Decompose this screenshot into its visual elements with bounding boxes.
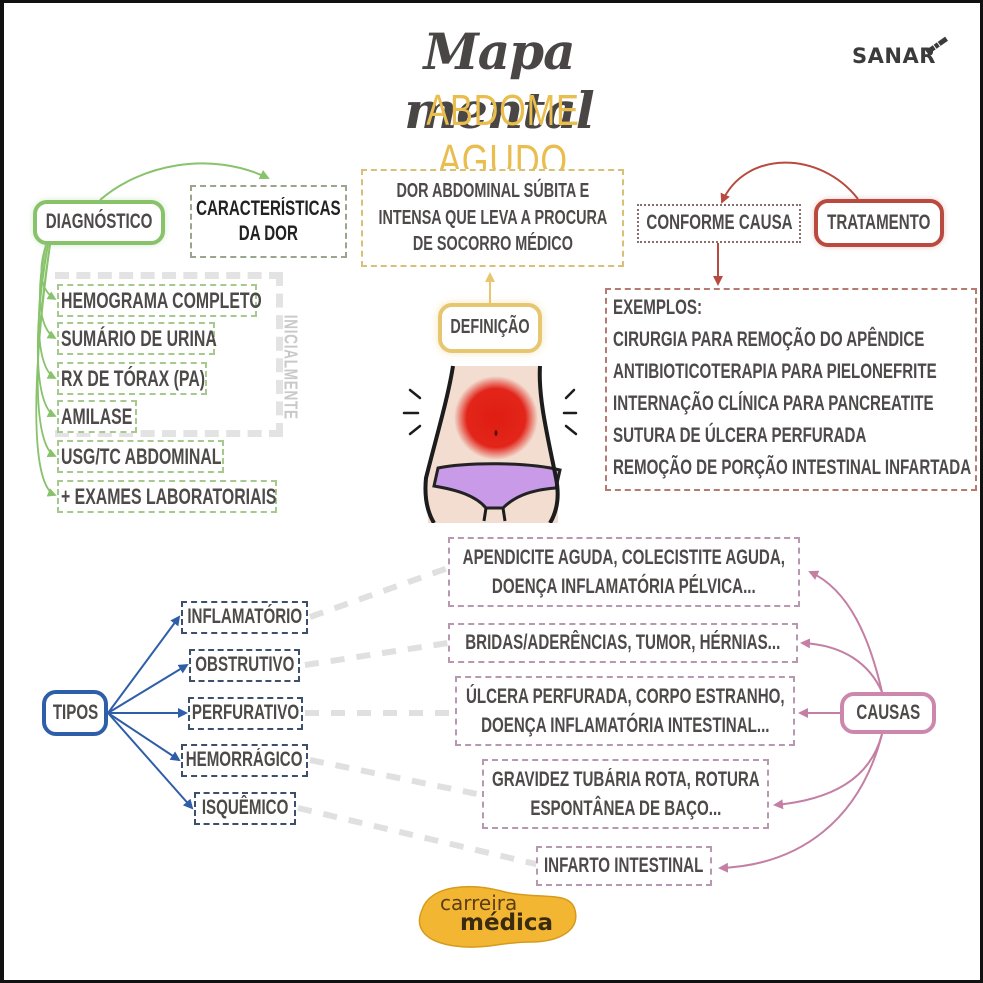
node-causas[interactable]: CAUSAS <box>840 692 936 734</box>
examples-title: EXEMPLOS: <box>613 296 703 319</box>
causa-line: ÚLCERA PERFURADA, CORPO ESTRANHO, <box>465 684 785 708</box>
causa-line: APENDICITE AGUDA, COLECISTITE AGUDA, <box>462 545 786 569</box>
node-causas-label: CAUSAS <box>856 700 920 724</box>
causa-line: ESPONTÂNEA DE BAÇO... <box>530 797 721 820</box>
definition-text-box: DOR ABDOMINAL SÚBITA E INTENSA QUE LEVA … <box>361 169 624 267</box>
node-tipos[interactable]: TIPOS <box>42 690 108 736</box>
node-tipos-label: TIPOS <box>52 700 98 724</box>
causa-item-hemorragico[interactable]: GRAVIDEZ TUBÁRIA ROTA, ROTURA ESPONTÂNEA … <box>482 759 769 829</box>
logo-line-1: carreira <box>440 891 518 915</box>
causa-line: GRAVIDEZ TUBÁRIA ROTA, ROTURA <box>491 767 760 791</box>
caracteristicas-line-2: DA DOR <box>238 221 299 245</box>
node-diagnostico-label: DIAGNÓSTICO <box>45 210 153 234</box>
tipo-item-hemorragico[interactable]: HEMORRÁGICO <box>181 744 308 777</box>
tipo-label: OBSTRUTIVO <box>194 653 295 677</box>
example-item: ANTIBIOTICOTERAPIA PARA PIELONEFRITE <box>613 360 937 383</box>
treatment-examples-box: EXEMPLOS: CIRURGIA PARA REMOÇÃO DO APÊND… <box>605 288 977 491</box>
exam-label: SUMÁRIO DE URINA <box>61 325 217 351</box>
node-caracteristicas-dor[interactable]: CARACTERÍSTICAS DA DOR <box>190 185 347 258</box>
causa-line: DOENÇA INFLAMATÓRIA INTESTINAL... <box>480 714 770 737</box>
node-tratamento-label: TRATAMENTO <box>827 210 931 234</box>
node-diagnostico[interactable]: DIAGNÓSTICO <box>33 200 165 245</box>
caracteristicas-label: CARACTERÍSTICAS DA DOR <box>196 197 340 247</box>
tipo-item-perfurativo[interactable]: PERFURATIVO <box>188 697 303 730</box>
satellite-icon <box>925 36 948 55</box>
abdominal-pain-illustration <box>402 365 578 523</box>
tipo-label: ISQUÊMICO <box>201 796 289 820</box>
causa-text: APENDICITE AGUDA, COLECISTITE AGUDA, DOEN… <box>463 543 785 602</box>
example-item: INTERNAÇÃO CLÍNICA PARA PANCREATITE <box>613 392 934 415</box>
logo-line-2: médica <box>460 910 554 936</box>
exam-label: HEMOGRAMA COMPLETO <box>61 287 262 313</box>
exam-label: AMILASE <box>61 403 133 429</box>
causa-item-isquemico[interactable]: INFARTO INTESTINAL <box>536 846 712 886</box>
tipo-label: HEMORRÁGICO <box>186 748 303 772</box>
exam-item[interactable]: SUMÁRIO DE URINA <box>57 322 217 355</box>
exam-item[interactable]: RX DE TÓRAX (PA) <box>57 362 207 395</box>
treatment-examples-text: EXEMPLOS: CIRURGIA PARA REMOÇÃO DO APÊND… <box>613 292 971 484</box>
node-tratamento[interactable]: TRATAMENTO <box>814 199 944 247</box>
exam-label: USG/TC ABDOMINAL <box>61 443 222 469</box>
conforme-causa-label: CONFORME CAUSA <box>645 211 793 235</box>
brand-logo: SANAR <box>852 44 936 68</box>
definition-line: DE SOCORRO MÉDICO <box>412 233 573 256</box>
causa-line: BRIDAS/ADERÊNCIAS, TUMOR, HÉRNIAS... <box>465 631 781 655</box>
caracteristicas-line-1: CARACTERÍSTICAS <box>196 196 341 220</box>
group-inicialmente-label: INICIALMENTE <box>280 314 301 420</box>
causa-text: INFARTO INTESTINAL <box>544 851 703 880</box>
node-definicao[interactable]: DEFINIÇÃO <box>438 303 542 353</box>
causa-item-perfurativo[interactable]: ÚLCERA PERFURADA, CORPO ESTRANHO, DOENÇA … <box>455 676 795 746</box>
definition-line: INTENSA QUE LEVA A PROCURA <box>378 206 607 229</box>
causa-text: BRIDAS/ADERÊNCIAS, TUMOR, HÉRNIAS... <box>465 628 780 657</box>
exam-label: RX DE TÓRAX (PA) <box>61 365 206 391</box>
example-item: CIRURGIA PARA REMOÇÃO DO APÊNDICE <box>613 328 925 351</box>
example-item: REMOÇÃO DE PORÇÃO INTESTINAL INFARTADA <box>613 456 972 479</box>
tipo-item-isquemico[interactable]: ISQUÊMICO <box>194 792 296 825</box>
causa-text: ÚLCERA PERFURADA, CORPO ESTRANHO, DOENÇA … <box>466 682 785 741</box>
carreira-medica-logo <box>418 885 577 948</box>
tipo-label: INFLAMATÓRIO <box>187 605 302 629</box>
exam-item[interactable]: + EXAMES LABORATORIAIS <box>57 480 277 513</box>
tipo-item-obstrutivo[interactable]: OBSTRUTIVO <box>189 649 300 682</box>
causa-line: INFARTO INTESTINAL <box>544 854 704 878</box>
exam-item[interactable]: HEMOGRAMA COMPLETO <box>57 284 262 317</box>
tipo-item-inflamatorio[interactable]: INFLAMATÓRIO <box>181 601 308 634</box>
node-conforme-causa[interactable]: CONFORME CAUSA <box>637 204 801 243</box>
causa-line: DOENÇA INFLAMATÓRIA PÉLVICA... <box>492 575 756 598</box>
exam-item[interactable]: USG/TC ABDOMINAL <box>57 440 224 473</box>
causa-item-obstrutivo[interactable]: BRIDAS/ADERÊNCIAS, TUMOR, HÉRNIAS... <box>448 623 798 663</box>
group-inicialmente-frame <box>55 272 283 437</box>
example-item: SUTURA DE ÚLCERA PERFURADA <box>613 424 867 447</box>
node-definicao-label: DEFINIÇÃO <box>450 316 530 339</box>
definition-line: DOR ABDOMINAL SÚBITA E <box>396 180 589 203</box>
title-script: Mapa mental <box>404 22 595 140</box>
tipo-label: PERFURATIVO <box>191 701 300 725</box>
exam-label: + EXAMES LABORATORIAIS <box>61 483 277 509</box>
causa-text: GRAVIDEZ TUBÁRIA ROTA, ROTURA ESPONTÂNEA … <box>492 765 760 824</box>
exam-item[interactable]: AMILASE <box>57 400 137 433</box>
definition-text: DOR ABDOMINAL SÚBITA E INTENSA QUE LEVA … <box>378 178 607 257</box>
causa-item-inflamatorio[interactable]: APENDICITE AGUDA, COLECISTITE AGUDA, DOEN… <box>448 537 800 607</box>
